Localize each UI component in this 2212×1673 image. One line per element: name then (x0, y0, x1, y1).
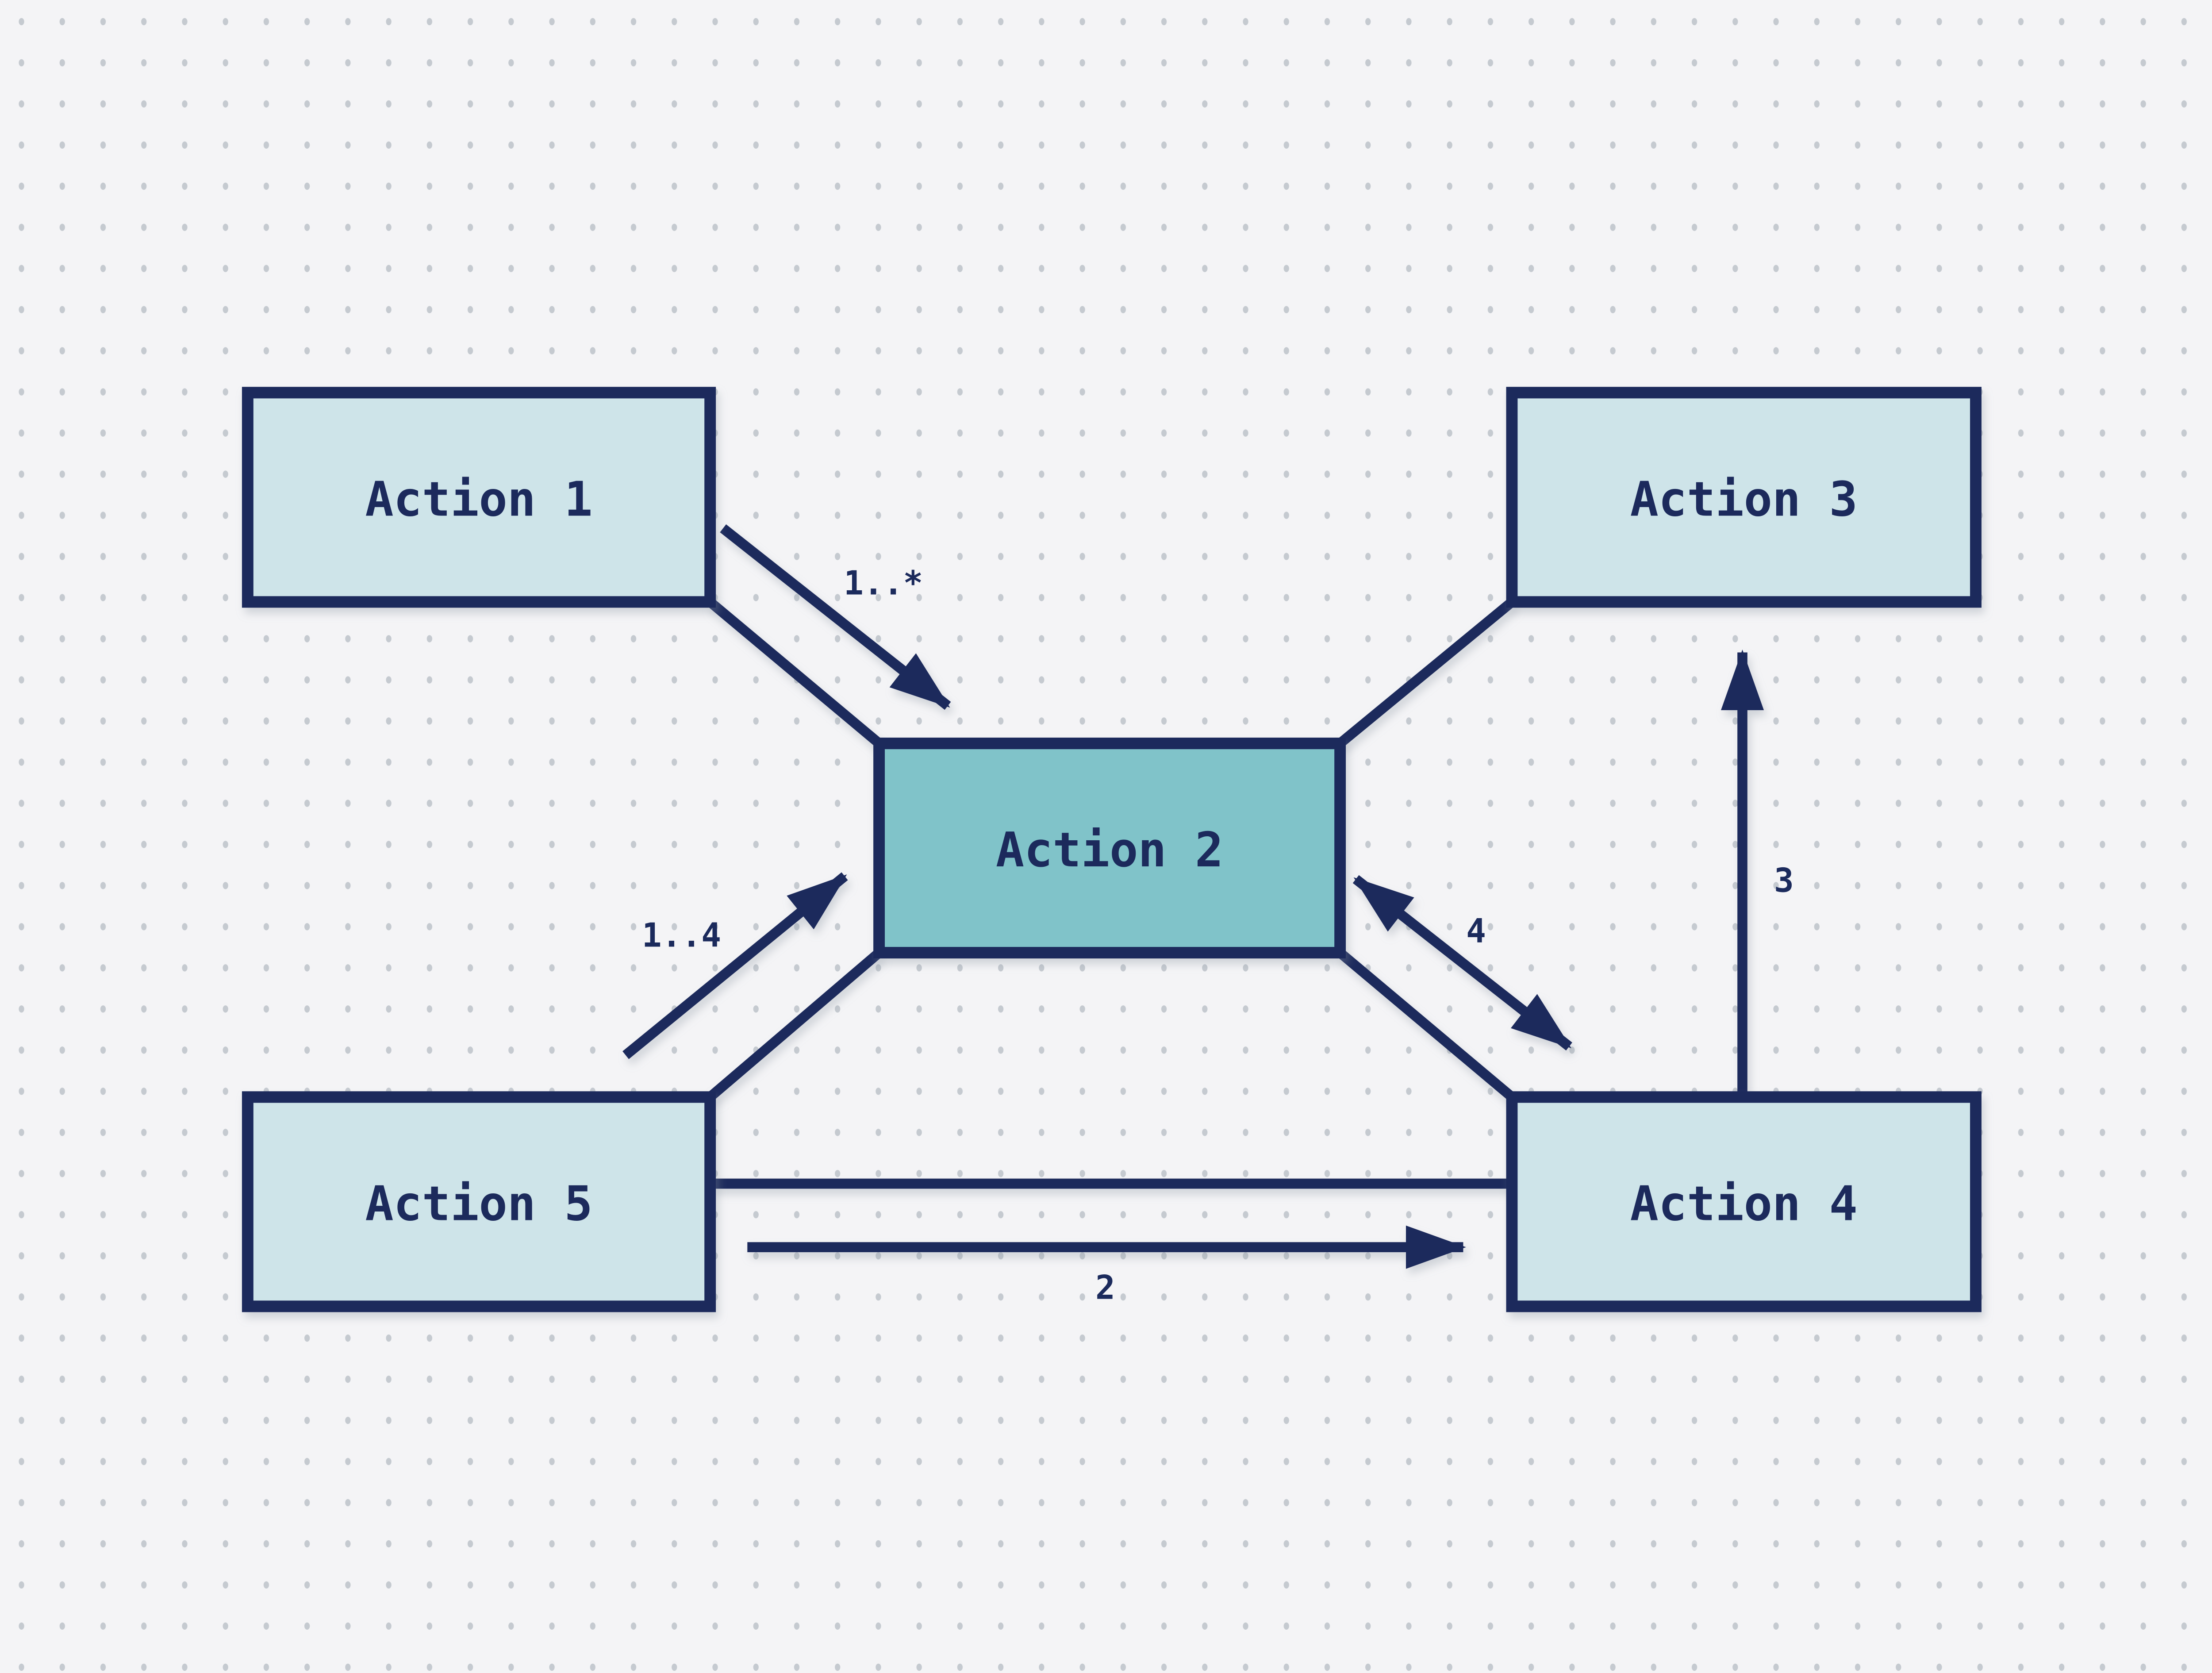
node-action-5-box[interactable] (242, 1091, 716, 1312)
node-action-1-label: Action 1 (365, 472, 592, 527)
node-action-5[interactable]: Action 5 (242, 1091, 716, 1312)
edge-label-1-star[interactable]: 1..* (844, 564, 923, 602)
node-action-2-box[interactable] (873, 738, 1346, 959)
edge-label-1-4[interactable]: 1..4 (642, 916, 721, 954)
connector-action2-action3[interactable] (1336, 598, 1515, 747)
node-action-4-label: Action 4 (1630, 1176, 1858, 1232)
edge-label-3[interactable]: 3 (1774, 861, 1794, 900)
node-action-3-box[interactable] (1506, 387, 1982, 608)
connector-action1-action2[interactable] (707, 598, 883, 747)
arrow-action1-action2[interactable] (720, 524, 951, 710)
node-action-1[interactable]: Action 1 (242, 387, 716, 608)
node-action-4-box[interactable] (1506, 1091, 1982, 1312)
node-action-1-box[interactable] (242, 387, 716, 608)
edge-label-2[interactable]: 2 (1095, 1268, 1115, 1307)
node-action-2-label: Action 2 (996, 823, 1223, 878)
edge-label-4[interactable]: 4 (1466, 912, 1486, 950)
node-action-5-label: Action 5 (365, 1176, 592, 1232)
node-action-2[interactable]: Action 2 (873, 738, 1346, 959)
arrow-action5-action2[interactable] (622, 872, 848, 1059)
connector-action5-action2[interactable] (707, 949, 883, 1101)
node-action-3[interactable]: Action 3 (1506, 387, 1982, 608)
node-action-3-label: Action 3 (1630, 472, 1858, 527)
node-action-4[interactable]: Action 4 (1506, 1091, 1982, 1312)
double-arrow-action2-action4[interactable] (1352, 875, 1572, 1051)
